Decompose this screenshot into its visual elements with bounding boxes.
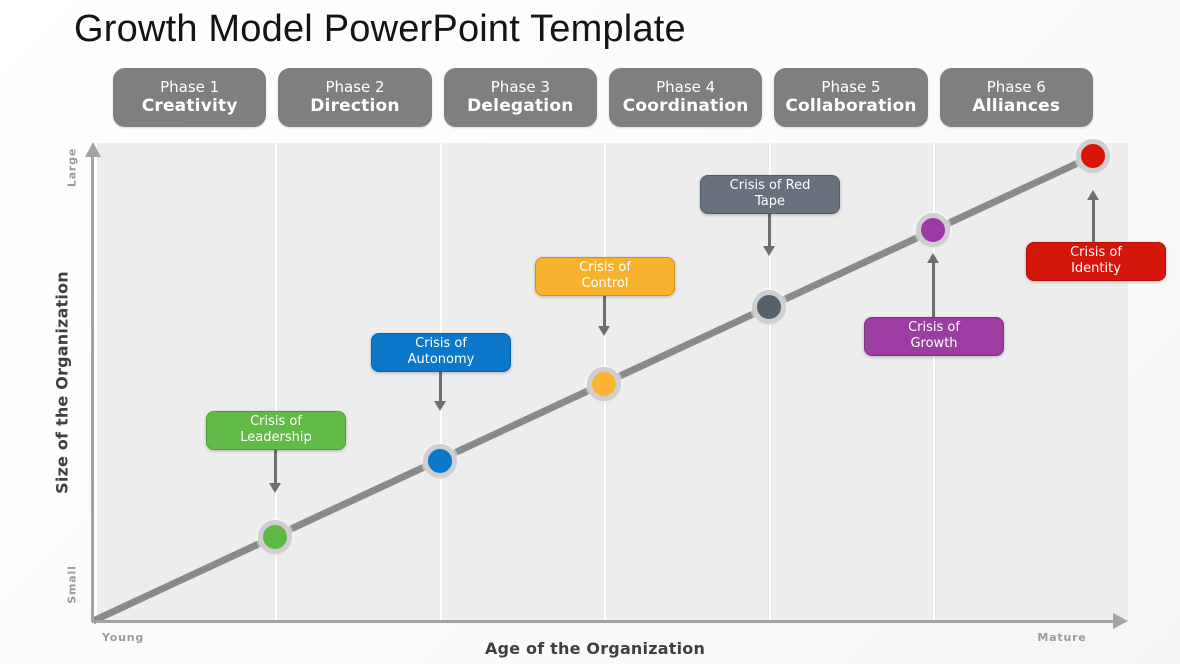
page-title: Growth Model PowerPoint Template [74,8,686,50]
arrow-up-icon [1087,190,1099,242]
milestone-dot [916,213,950,247]
crisis-label-line1: Crisis of [1070,245,1122,260]
phase-header-alliances: Phase 6 Alliances [939,68,1093,127]
phase-number: Phase 3 [490,77,550,96]
crisis-label-line1: Crisis of [415,336,467,351]
axis-arrowhead-up-icon [85,142,101,157]
y-axis-title: Size of the Organization [52,271,72,494]
crisis-label-line1: Crisis of [579,260,631,275]
crisis-label-red-tape: Crisis of Red Tape [700,175,840,214]
arrow-down-icon [269,447,281,493]
crisis-label-line2: Identity [1071,261,1121,276]
phase-name: Delegation [467,96,574,117]
phase-name: Collaboration [785,96,917,117]
phase-header-row: Phase 1 Creativity Phase 2 Direction Pha… [113,68,1093,127]
phase-name: Coordination [622,96,749,117]
x-axis-tick-mature: Mature [1037,631,1087,644]
y-axis-tick-small: Small [65,565,79,604]
crisis-label-identity: Crisis of Identity [1026,242,1166,281]
axis-arrowhead-right-icon [1113,613,1128,629]
phase-number: Phase 4 [656,77,716,96]
crisis-label-line1: Crisis of [250,414,302,429]
phase-header-collaboration: Phase 5 Collaboration [774,68,928,127]
crisis-label-line1: Crisis of [908,320,960,335]
crisis-label-line2: Autonomy [407,352,475,367]
crisis-label-line2: Growth [910,336,958,351]
crisis-label-control: Crisis of Control [535,257,675,296]
crisis-label-line1: Crisis of Red [729,178,811,193]
crisis-label-line2: Tape [754,194,785,209]
x-axis-tick-young: Young [101,631,145,644]
arrow-down-icon [763,211,775,256]
x-axis [92,620,1114,623]
milestone-dot [752,290,786,324]
phase-header-creativity: Phase 1 Creativity [113,68,267,127]
crisis-label-line2: Control [581,276,629,291]
milestone-dot [587,367,621,401]
phase-number: Phase 5 [821,77,881,96]
phase-name: Direction [310,96,400,117]
phase-number: Phase 6 [986,77,1046,96]
phase-header-coordination: Phase 4 Coordination [608,68,763,127]
crisis-label-autonomy: Crisis of Autonomy [371,333,511,372]
milestone-dot [1076,139,1110,173]
arrow-up-icon [927,253,939,317]
arrow-down-icon [434,369,446,411]
y-axis [91,156,94,622]
phase-number: Phase 1 [160,77,220,96]
milestone-dot [423,444,457,478]
crisis-label-leadership: Crisis of Leadership [206,411,346,450]
arrow-down-icon [598,293,610,336]
phase-name: Creativity [141,96,238,117]
phase-header-delegation: Phase 3 Delegation [443,68,597,127]
crisis-label-growth: Crisis of Growth [864,317,1004,356]
phase-name: Alliances [972,96,1061,117]
crisis-label-line2: Leadership [240,430,312,445]
y-axis-tick-large: Large [65,147,79,188]
x-axis-title: Age of the Organization [484,639,706,658]
milestone-dot [258,520,292,554]
phase-number: Phase 2 [325,77,385,96]
phase-header-direction: Phase 2 Direction [278,68,432,127]
